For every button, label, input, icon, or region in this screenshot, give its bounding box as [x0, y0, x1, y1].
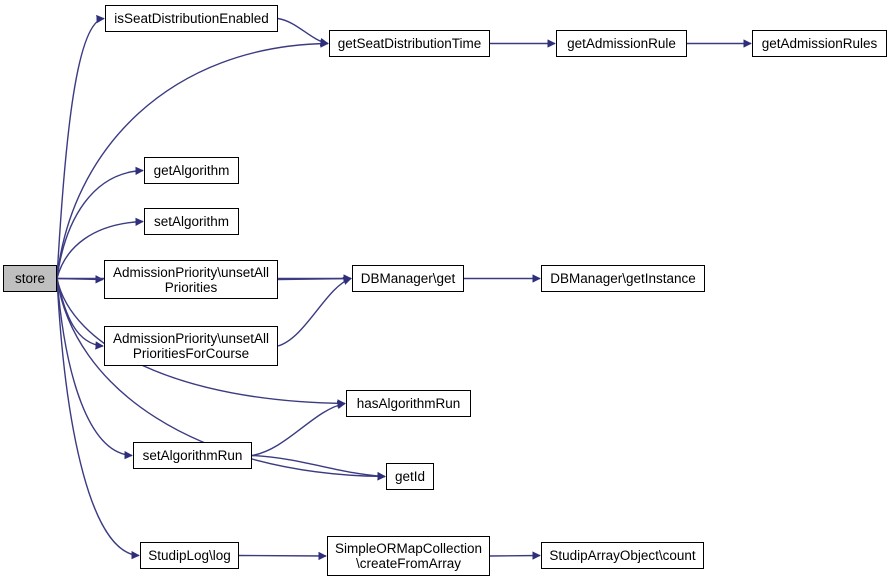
graph-node-getAdmissionRule[interactable]: getAdmissionRule — [556, 30, 687, 57]
graph-edge-store-to-getId — [56, 278, 386, 481]
graph-node-DBManagerGetInstance[interactable]: DBManager\getInstance — [541, 265, 705, 292]
graph-edge-store-to-setAlgorithm — [56, 217, 144, 279]
graph-node-label: setAlgorithmRun — [142, 448, 243, 463]
graph-node-label: getAdmissionRules — [761, 36, 878, 51]
graph-node-StudipArrayObjectCount[interactable]: StudipArrayObject\count — [541, 542, 704, 569]
graph-node-label: StudipArrayObject\count — [549, 548, 696, 563]
graph-edge-isSeatDistributionEnabled-to-getSeatDistributionTime — [277, 17, 329, 47]
graph-node-setAlgorithmRun[interactable]: setAlgorithmRun — [133, 442, 252, 469]
graph-node-unsetAllPriorities[interactable]: AdmissionPriority\unsetAll Priorities — [104, 260, 278, 299]
graph-node-label: AdmissionPriority\unsetAll PrioritiesFor… — [112, 331, 270, 361]
graph-node-label: hasAlgorithmRun — [356, 396, 461, 411]
graph-node-label: StudipLog\log — [148, 548, 231, 563]
graph-node-label: setAlgorithm — [153, 214, 230, 229]
graph-edge-store-to-isSeatDistributionEnabled — [56, 14, 105, 279]
graph-node-label: getAdmissionRule — [567, 36, 676, 51]
graph-edge-setAlgorithmRun-to-hasAlgorithmRun — [251, 400, 346, 457]
graph-edge-store-to-getAlgorithm — [56, 166, 144, 279]
graph-edge-setAlgorithmRun-to-getId — [251, 454, 386, 481]
graph-edge-StudipLogLog-to-createFromArray — [238, 551, 327, 561]
graph-node-label: isSeatDistributionEnabled — [114, 11, 269, 26]
graph-edge-unsetAllPrioritiesForCourse-to-DBManagerGet — [277, 276, 352, 347]
graph-node-label: SimpleORMapCollection \createFromArray — [334, 541, 483, 571]
graph-node-getId[interactable]: getId — [386, 463, 434, 490]
graph-node-isSeatDistributionEnabled[interactable]: isSeatDistributionEnabled — [105, 5, 278, 32]
graph-edge-store-to-StudipLogLog — [56, 278, 140, 560]
graph-node-unsetAllPrioritiesForCourse[interactable]: AdmissionPriority\unsetAll PrioritiesFor… — [104, 326, 278, 366]
graph-node-label: getId — [394, 469, 426, 484]
graph-edge-store-to-getSeatDistributionTime — [56, 39, 329, 279]
graph-node-getSeatDistributionTime[interactable]: getSeatDistributionTime — [329, 30, 490, 57]
graph-node-label: DBManager\get — [360, 271, 456, 286]
graph-node-hasAlgorithmRun[interactable]: hasAlgorithmRun — [346, 390, 471, 417]
graph-node-label: getSeatDistributionTime — [337, 36, 482, 51]
graph-node-label: AdmissionPriority\unsetAll Priorities — [112, 264, 270, 295]
graph-edge-store-to-setAlgorithmRun — [56, 278, 133, 460]
graph-node-StudipLogLog[interactable]: StudipLog\log — [140, 542, 239, 569]
graph-edge-unsetAllPriorities-to-DBManagerGet — [277, 274, 352, 283]
graph-node-label: getAlgorithm — [153, 163, 230, 178]
graph-node-label: store — [14, 271, 45, 286]
graph-node-label: DBManager\getInstance — [550, 271, 696, 286]
graph-node-getAlgorithm[interactable]: getAlgorithm — [144, 157, 239, 184]
graph-edge-createFromArray-to-StudipArrayObjectCount — [489, 551, 541, 560]
graph-node-store[interactable]: store — [3, 265, 57, 292]
graph-node-DBManagerGet[interactable]: DBManager\get — [352, 265, 464, 292]
graph-node-getAdmissionRules[interactable]: getAdmissionRules — [752, 30, 887, 57]
graph-node-setAlgorithm[interactable]: setAlgorithm — [144, 208, 239, 235]
graph-node-createFromArray[interactable]: SimpleORMapCollection \createFromArray — [327, 536, 490, 576]
